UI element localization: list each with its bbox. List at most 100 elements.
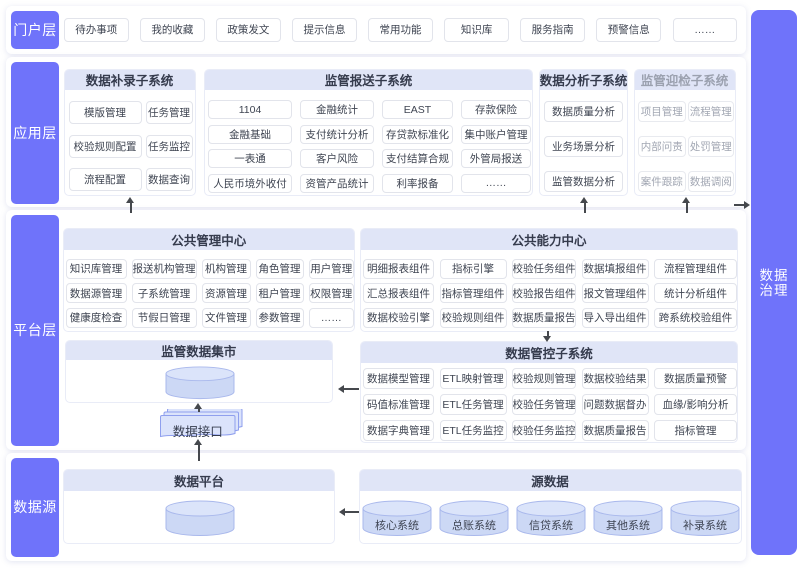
portal-item: 政策发文 <box>216 17 281 42</box>
module-chip: 问题数据督办 <box>581 393 649 415</box>
source-system-label: 其他系统 <box>606 520 650 532</box>
module-chip: EAST <box>382 100 453 119</box>
module-chip: 支付结算合规 <box>382 149 453 168</box>
module-chip: 报送机构管理 <box>131 258 197 279</box>
module-chip: 导入导出组件 <box>581 307 649 328</box>
module-chip: 校验任务组件 <box>512 258 576 279</box>
database-icon <box>165 500 235 537</box>
module-chip: 项目管理 <box>637 100 686 122</box>
source-systems: 核心系统 总账系统 信贷系统 <box>362 500 740 537</box>
arrow-left-icon <box>339 507 359 516</box>
management-center: 公共管理中心 知识库管理报送机构管理机构管理角色管理用户管理数据源管理子系统管理… <box>62 227 355 332</box>
database-icon <box>165 366 235 400</box>
module-chip: 数据查询 <box>145 168 193 191</box>
module-chip: 任务监控 <box>145 134 193 158</box>
arrow-left-icon <box>338 384 359 393</box>
module-chip: 血缘/影响分析 <box>654 393 737 415</box>
platform-layer-label: 平台层 <box>11 214 59 446</box>
portal-item: 常用功能 <box>368 17 433 42</box>
module-chip: 文件管理 <box>201 307 251 328</box>
subsystem-data-analysis-items: 数据质量分析业务场景分析监管数据分析 <box>540 90 627 192</box>
module-chip: 用户管理 <box>308 258 354 279</box>
module-chip: 流程配置 <box>68 168 142 191</box>
module-chip: 集中账户管理 <box>461 124 531 144</box>
module-chip: 利率报备 <box>382 173 453 193</box>
arrow-up-icon <box>126 197 134 213</box>
capability-center-items: 明细报表组件指标引擎校验任务组件数据填报组件流程管理组件汇总报表组件指标管理组件… <box>361 250 737 328</box>
module-chip: 内部问责 <box>637 135 686 157</box>
arrow-up-icon <box>194 403 202 412</box>
source-system-database: 补录系统 <box>670 500 740 537</box>
module-chip: ETL映射管理 <box>439 367 507 389</box>
platform-layer-label-text: 平台层 <box>13 322 57 338</box>
portal-item: …… <box>672 17 738 42</box>
platform-layer-band: 平台层 公共管理中心 知识库管理报送机构管理机构管理角色管理用户管理数据源管理子… <box>6 210 746 450</box>
module-chip: 数据质量报告 <box>512 307 576 328</box>
module-chip: 任务管理 <box>145 101 193 124</box>
arrow-right-icon <box>734 200 750 209</box>
subsystem-data-supplement-items: 模版管理任务管理校验规则配置任务监控流程配置数据查询 <box>65 90 195 191</box>
module-chip: 客户风险 <box>300 149 374 168</box>
datasource-layer-label: 数据源 <box>11 457 59 557</box>
application-layer-label: 应用层 <box>11 61 59 204</box>
module-chip: 码值标准管理 <box>363 393 434 415</box>
module-chip: 业务场景分析 <box>544 135 623 157</box>
module-chip: 一表通 <box>208 149 292 168</box>
module-chip: 报文管理组件 <box>581 283 649 303</box>
module-chip: 节假日管理 <box>131 307 197 328</box>
module-chip: 机构管理 <box>201 258 251 279</box>
source-system-database: 其他系统 <box>593 500 663 537</box>
module-chip: 知识库管理 <box>65 258 127 279</box>
data-platform-title: 数据平台 <box>64 469 334 491</box>
module-chip: ETL任务管理 <box>439 393 507 415</box>
module-chip: 存贷款标准化 <box>382 124 453 144</box>
module-chip: 数据校验结果 <box>581 367 649 389</box>
module-chip: 健康度检查 <box>65 307 127 328</box>
module-chip: 流程管理 <box>688 100 734 122</box>
governance-bar-label: 数据治理 <box>759 267 789 298</box>
data-mart-title: 监管数据集市 <box>65 340 332 360</box>
portal-item: 我的收藏 <box>140 17 205 42</box>
module-chip: 租户管理 <box>255 283 304 303</box>
capability-center: 公共能力中心 明细报表组件指标引擎校验任务组件数据填报组件流程管理组件汇总报表组… <box>360 227 738 332</box>
module-chip: 外管局报送 <box>461 149 531 168</box>
module-chip: 数据校验引擎 <box>363 307 434 328</box>
module-chip: 案件跟踪 <box>637 170 686 192</box>
module-chip: 存款保险 <box>461 100 531 119</box>
control-subsystem-title: 数据管控子系统 <box>361 342 737 363</box>
module-chip: 权限管理 <box>308 283 354 303</box>
module-chip: 汇总报表组件 <box>363 283 434 303</box>
module-chip: 校验任务监控 <box>512 419 576 441</box>
module-chip: 资管产品统计 <box>300 173 374 193</box>
arrow-down-icon <box>543 331 551 341</box>
arrow-up-icon <box>194 438 202 461</box>
module-chip: 指标管理 <box>654 419 737 441</box>
module-chip: ETL任务监控 <box>439 419 507 441</box>
source-system-database: 核心系统 <box>362 500 432 537</box>
module-chip: 校验任务管理 <box>512 393 576 415</box>
module-chip: 资源管理 <box>201 283 251 303</box>
governance-bar: 数据治理 <box>751 10 797 555</box>
module-chip: 校验报告组件 <box>512 283 576 303</box>
data-platform-box: 数据平台 <box>63 468 335 544</box>
module-chip: 参数管理 <box>255 307 304 328</box>
subsystem-data-analysis: 数据分析子系统 数据质量分析业务场景分析监管数据分析 <box>539 68 628 196</box>
source-system-label: 信贷系统 <box>529 520 573 532</box>
source-data-box: 源数据 核心系统 总账系统 <box>358 468 742 544</box>
module-chip: 数据质量报告 <box>581 419 649 441</box>
module-chip: …… <box>308 307 354 328</box>
module-chip: 处罚管理 <box>688 135 734 157</box>
module-chip: 统计分析组件 <box>654 283 737 303</box>
source-system-database: 总账系统 <box>439 500 509 537</box>
portal-items: 待办事项我的收藏政策发文提示信息常用功能知识库服务指南预警信息…… <box>64 17 738 42</box>
subsystem-data-supplement: 数据补录子系统 模版管理任务管理校验规则配置任务监控流程配置数据查询 <box>63 68 196 196</box>
subsystem-inspection: 监管迎检子系统 项目管理流程管理内部问责处罚管理案件跟踪数据调阅 <box>633 68 736 196</box>
module-chip: 数据调阅 <box>688 170 734 192</box>
subsystem-inspection-items: 项目管理流程管理内部问责处罚管理案件跟踪数据调阅 <box>635 90 735 192</box>
source-data-title: 源数据 <box>359 469 741 491</box>
module-chip: 金融统计 <box>300 100 374 119</box>
